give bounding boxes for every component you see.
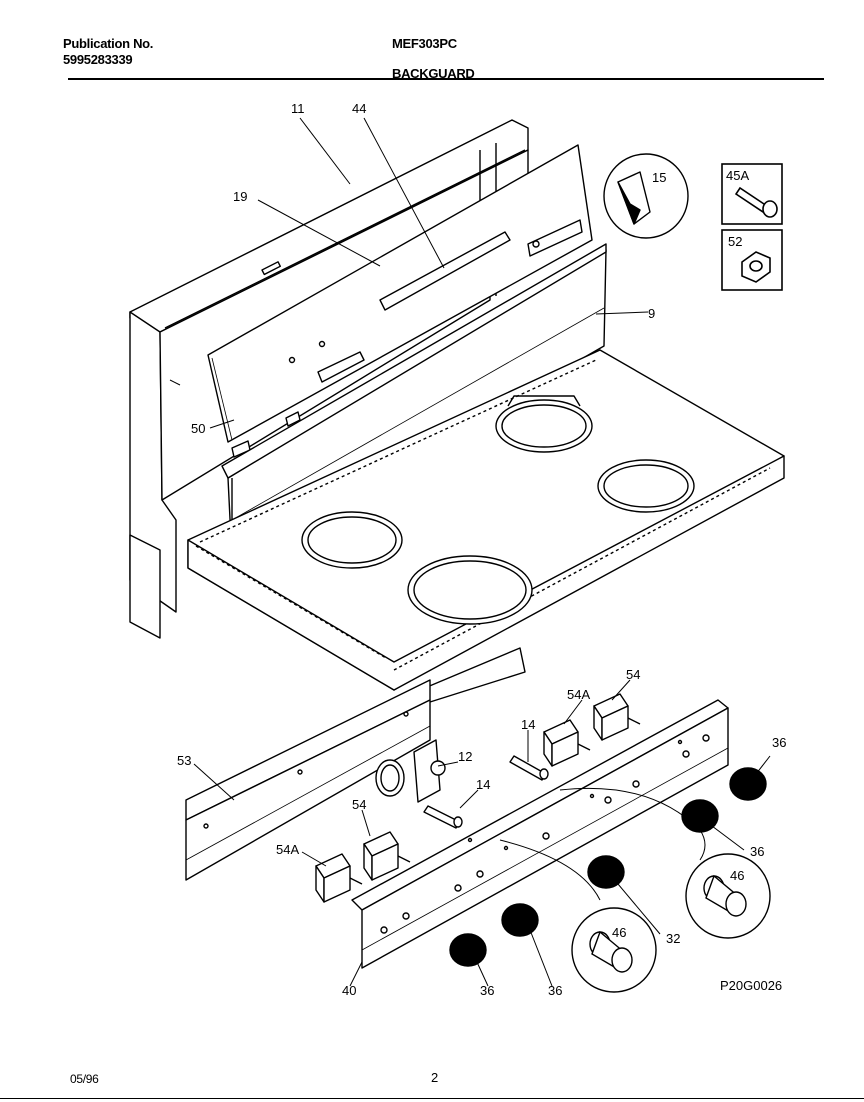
header-rule [68, 78, 824, 80]
callout-44: 44 [352, 101, 366, 116]
drawing-code: P20G0026 [720, 978, 782, 993]
callout-54-top: 54 [626, 667, 640, 682]
callout-9: 9 [648, 306, 655, 321]
detail-46-right [685, 853, 771, 939]
main-control-panel [351, 699, 729, 969]
callout-12: 12 [458, 749, 472, 764]
callout-labels: 11 44 19 15 45A 52 9 50 54 54A 14 12 14 … [177, 101, 786, 998]
signal-light [423, 755, 549, 829]
callout-32: 32 [666, 931, 680, 946]
callout-14-lower: 14 [476, 777, 490, 792]
callout-15: 15 [652, 170, 666, 185]
footer-page-number: 2 [431, 1070, 438, 1085]
control-knobs [449, 767, 767, 967]
footer-rule [0, 1098, 864, 1099]
callout-40: 40 [342, 983, 356, 998]
cooktop [187, 349, 785, 691]
infinite-switch-lower [315, 831, 411, 903]
leader-lines [193, 117, 771, 987]
callout-46-a: 46 [730, 868, 744, 883]
callout-54A: 54A [276, 842, 299, 857]
callout-53: 53 [177, 753, 191, 768]
control-panel-lens [207, 144, 593, 458]
detail-15 [603, 153, 689, 239]
callout-36-d: 36 [548, 983, 562, 998]
callout-36-c: 36 [480, 983, 494, 998]
section-title: BACKGUARD [392, 66, 475, 81]
callout-50: 50 [191, 421, 205, 436]
footer-date: 05/96 [70, 1072, 99, 1086]
side-trim [129, 534, 161, 639]
control-bracket [185, 679, 431, 881]
detail-46-left [571, 907, 657, 993]
infinite-switch-upper [543, 693, 641, 767]
callout-11: 11 [291, 101, 305, 116]
callout-52: 52 [728, 234, 742, 249]
oven-thermostat [375, 739, 446, 803]
publication-number: 5995283339 [63, 52, 133, 67]
callout-36-a: 36 [772, 735, 786, 750]
model-number: MEF303PC [392, 36, 457, 51]
callout-54: 54 [352, 797, 366, 812]
callout-46-b: 46 [612, 925, 626, 940]
publication-label: Publication No. [63, 36, 154, 51]
callout-36-b: 36 [750, 844, 764, 859]
callout-14-top: 14 [521, 717, 535, 732]
callout-54A-top: 54A [567, 687, 590, 702]
callout-45A: 45A [726, 168, 749, 183]
callout-19: 19 [233, 189, 247, 204]
